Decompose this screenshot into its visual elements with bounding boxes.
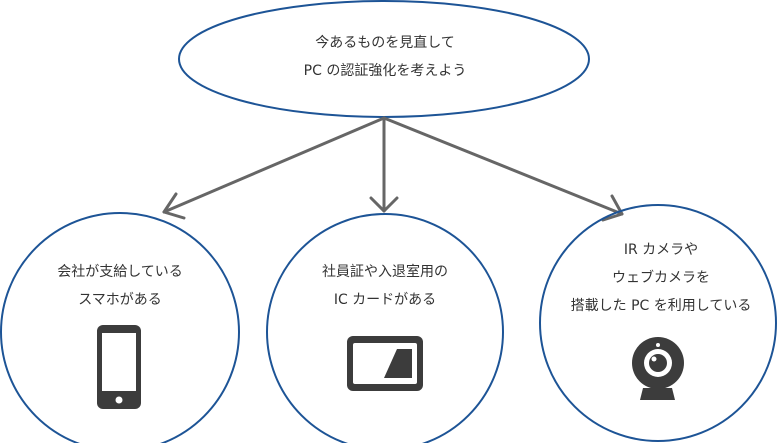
top-node-line-1: 今あるものを見直して xyxy=(315,35,455,51)
node-circle-smartphone xyxy=(0,212,240,447)
ic-card-icon xyxy=(347,336,423,391)
arrow-left xyxy=(162,116,386,220)
ic-card-node-text: 社員証や入退室用の IC カードがある xyxy=(268,258,502,314)
top-node-text: 今あるものを見直して PC の認証強化を考えよう xyxy=(180,29,590,85)
arrow-center xyxy=(369,116,399,213)
camera-pc-node-line-2: ウェブカメラを xyxy=(612,270,710,286)
node-circle-ic-card xyxy=(266,213,504,447)
ic-card-node-line-1: 社員証や入退室用の xyxy=(322,264,448,280)
camera-pc-node-text: IR カメラや ウェブカメラを 搭載した PC を利用している xyxy=(544,236,778,320)
smartphone-icon xyxy=(97,325,141,409)
smartphone-node-text: 会社が支給している スマホがある xyxy=(0,258,240,314)
top-node-line-2: PC の認証強化を考えよう xyxy=(303,63,467,79)
camera-pc-node-line-3: 搭載した PC を利用している xyxy=(570,298,752,314)
smartphone-node-line-2: スマホがある xyxy=(78,292,162,308)
webcam-icon xyxy=(632,337,684,400)
arrow-right xyxy=(382,116,624,222)
ic-card-node-line-2: IC カードがある xyxy=(333,292,437,308)
node-circle-camera-pc xyxy=(539,204,777,442)
camera-pc-node-line-1: IR カメラや xyxy=(623,242,699,258)
smartphone-node-line-1: 会社が支給している xyxy=(57,264,183,280)
